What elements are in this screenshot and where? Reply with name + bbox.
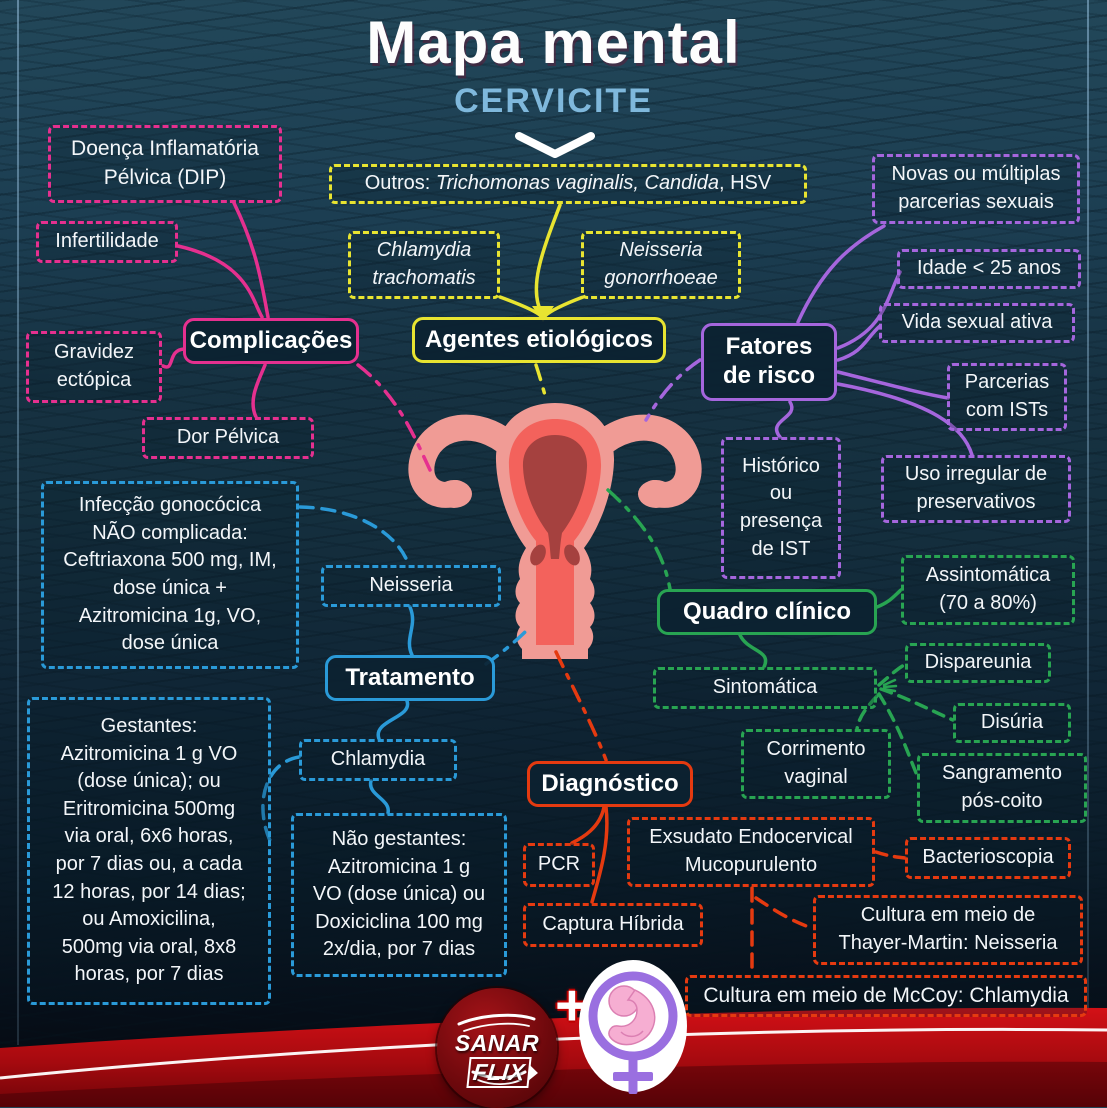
right-fallopian-tube <box>579 414 702 508</box>
disuria-box: Disúria <box>953 703 1071 743</box>
uterus-cavity <box>522 435 588 559</box>
right-fimbria <box>638 480 674 508</box>
captura-hibrida-box: Captura Híbrida <box>523 903 703 947</box>
uterus-inner <box>508 419 602 645</box>
chlamydia-trachomatis-box: Chlamydia trachomatis <box>348 231 500 299</box>
assintomatica-box: Assintomática (70 a 80%) <box>901 555 1075 625</box>
outros-suffix: , HSV <box>719 172 772 195</box>
outros-box: Outros: Trichomonas vaginalis, Candida, … <box>329 164 807 204</box>
thayer-martin-box: Cultura em meio de Thayer-Martin: Neisse… <box>813 895 1083 965</box>
mccoy-box: Cultura em meio de McCoy: Chlamydia <box>685 975 1087 1017</box>
pcr-box: PCR <box>523 843 595 887</box>
corrimento-vaginal-box: Corrimento vaginal <box>741 729 891 799</box>
page-title: Mapa mental <box>366 9 741 76</box>
cervix-dot-left <box>530 544 546 566</box>
page-subtitle: CERVICITE <box>454 82 653 120</box>
quadro-clinico-node: Quadro clínico <box>657 589 877 635</box>
neisseria-gonorrhoeae-box: Neisseria gonorrhoeae <box>581 231 741 299</box>
dip-box: Doença Inflamatória Pélvica (DIP) <box>48 125 282 203</box>
bacterioscopia-box: Bacterioscopia <box>905 837 1071 879</box>
agentes-etiologicos-node: Agentes etiológicos <box>412 317 666 363</box>
complicacoes-node: Complicações <box>183 318 359 364</box>
gravidez-ectopica-box: Gravidez ectópica <box>26 331 162 403</box>
neisseria-tratamento-box: Neisseria <box>321 565 501 607</box>
outros-prefix: Outros: <box>364 172 436 195</box>
brand-flix: FLIX <box>465 1057 532 1088</box>
sanarflix-wordmark: SANARFLIX <box>423 1030 571 1088</box>
diagnostico-node: Diagnóstico <box>527 761 693 807</box>
vida-sexual-box: Vida sexual ativa <box>879 303 1075 343</box>
fatores-risco-node: Fatores de risco <box>701 323 837 401</box>
cervix-dot-right <box>564 544 580 566</box>
female-symbol-crossbar <box>613 1072 653 1081</box>
chevron-down-icon <box>515 132 595 158</box>
dispareunia-box: Dispareunia <box>905 643 1051 683</box>
infertilidade-box: Infertilidade <box>36 221 178 263</box>
left-fimbria <box>436 480 472 508</box>
outros-italic: Trichomonas vaginalis, Candida <box>435 172 719 195</box>
gonococica-box: Infecção gonocócica NÃO complicada: Ceft… <box>41 481 299 669</box>
historico-ist-box: Histórico ou presença de IST <box>721 437 841 579</box>
sintomatica-box: Sintomática <box>653 667 877 709</box>
sanarflix-logo: SANARFLIX <box>437 988 557 1108</box>
fetus-female-logo <box>579 960 687 1094</box>
nao-gestantes-box: Não gestantes: Azitromicina 1 g VO (dose… <box>291 813 507 977</box>
uso-preservativos-box: Uso irregular de preservativos <box>881 455 1071 523</box>
uterus-body <box>495 403 615 659</box>
parcerias-ists-box: Parcerias com ISTs <box>947 363 1067 431</box>
gestantes-box: Gestantes: Azitromicina 1 g VO (dose úni… <box>27 697 271 1005</box>
novas-parcerias-box: Novas ou múltiplas parcerias sexuais <box>872 154 1080 224</box>
left-fallopian-tube <box>408 414 531 508</box>
sangramento-box: Sangramento pós-coito <box>917 753 1087 823</box>
dor-pelvica-box: Dor Pélvica <box>142 417 314 459</box>
tratamento-node: Tratamento <box>325 655 495 701</box>
left-frame-line <box>17 0 19 1045</box>
brand-sanar: SANAR <box>454 1030 540 1056</box>
right-frame-line <box>1087 0 1089 1045</box>
chlamydia-tratamento-box: Chlamydia <box>299 739 457 781</box>
idade-box: Idade < 25 anos <box>897 249 1081 289</box>
exsudato-box: Exsudato Endocervical Mucopurulento <box>627 817 875 887</box>
